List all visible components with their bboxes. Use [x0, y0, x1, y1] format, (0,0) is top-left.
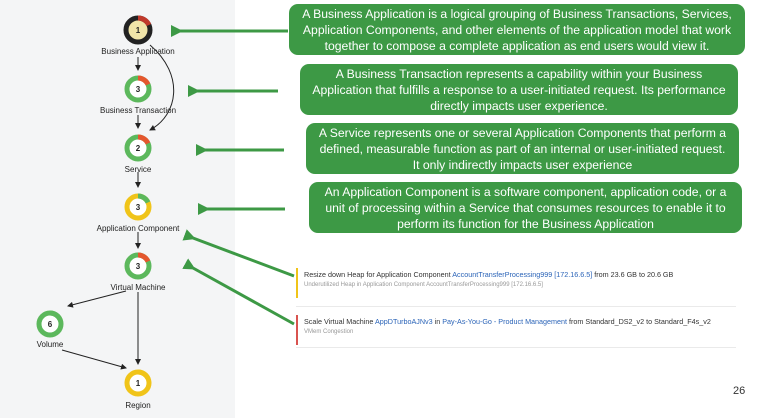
node-count: 3 — [136, 262, 141, 271]
node-service[interactable]: 2 — [123, 133, 153, 163]
node-label-service: Service — [124, 165, 152, 174]
node-count: 2 — [136, 144, 141, 153]
callout-business-application: A Business Application is a logical grou… — [289, 4, 745, 55]
node-region[interactable]: 1 — [123, 368, 153, 398]
node-business-transaction[interactable]: 3 — [123, 74, 153, 104]
node-ring-accent — [124, 75, 152, 103]
node-business-application[interactable]: 1 — [122, 14, 154, 46]
action-title: Resize down Heap for Application Compone… — [304, 270, 673, 279]
page-number: 26 — [733, 385, 746, 397]
account-link[interactable]: Pay-As-You-Go - Product Management — [442, 317, 568, 326]
action-reason: Underutilized Heap in Application Compon… — [304, 282, 543, 288]
node-label-virtual-machine: Virtual Machine — [110, 283, 166, 292]
node-label-application-component: Application Component — [96, 224, 180, 233]
node-count: 1 — [136, 379, 141, 388]
node-count: 3 — [136, 203, 141, 212]
action-severity-bar — [296, 268, 298, 298]
node-label-business-transaction: Business Transaction — [99, 106, 177, 115]
action-divider — [296, 347, 736, 348]
callout-application-component: An Application Component is a software c… — [309, 182, 742, 233]
action-divider — [296, 306, 736, 307]
vm-link[interactable]: AppDTurboAJNv3 — [374, 317, 433, 326]
node-label-business-application: Business Application — [101, 47, 175, 56]
node-count: 1 — [136, 26, 141, 35]
action-text: Scale Virtual Machine — [304, 317, 375, 326]
node-virtual-machine[interactable]: 3 — [123, 251, 153, 281]
supply-chain-panel — [0, 0, 235, 418]
node-label-volume: Volume — [36, 340, 64, 349]
node-ring-accent — [36, 310, 64, 338]
node-count: 6 — [48, 320, 53, 329]
node-volume[interactable]: 6 — [35, 309, 65, 339]
action-reason: VMem Congestion — [304, 329, 354, 335]
node-ring-accent — [124, 369, 152, 397]
callout-business-transaction: A Business Transaction represents a capa… — [300, 64, 738, 115]
node-count: 3 — [136, 85, 141, 94]
action-title: Scale Virtual Machine AppDTurboAJNv3 in … — [304, 317, 711, 326]
node-ring-accent — [124, 193, 152, 221]
action-text: Resize down Heap for Application Compone… — [304, 270, 453, 279]
callout-service: A Service represents one or several Appl… — [306, 123, 739, 174]
node-ring-accent — [124, 252, 152, 280]
node-application-component[interactable]: 3 — [123, 192, 153, 222]
pointer-arrow-resize-action — [182, 229, 295, 278]
node-ring-accent — [123, 15, 153, 45]
edge-ba-service-curve — [149, 44, 175, 131]
node-ring-accent — [124, 134, 152, 162]
action-text: in — [432, 317, 443, 326]
node-label-region: Region — [125, 401, 151, 410]
action-severity-bar — [296, 315, 298, 345]
action-text: from Standard_DS2_v2 to Standard_F4s_v2 — [567, 317, 711, 326]
edge-volume-region — [61, 349, 127, 370]
pointer-arrow-scale-action — [182, 258, 295, 326]
action-text: from 23.6 GB to 20.6 GB — [592, 270, 674, 279]
component-link[interactable]: AccountTransferProcessing999 [172.16.6.5… — [452, 270, 593, 279]
edge-vm-volume — [67, 290, 127, 308]
